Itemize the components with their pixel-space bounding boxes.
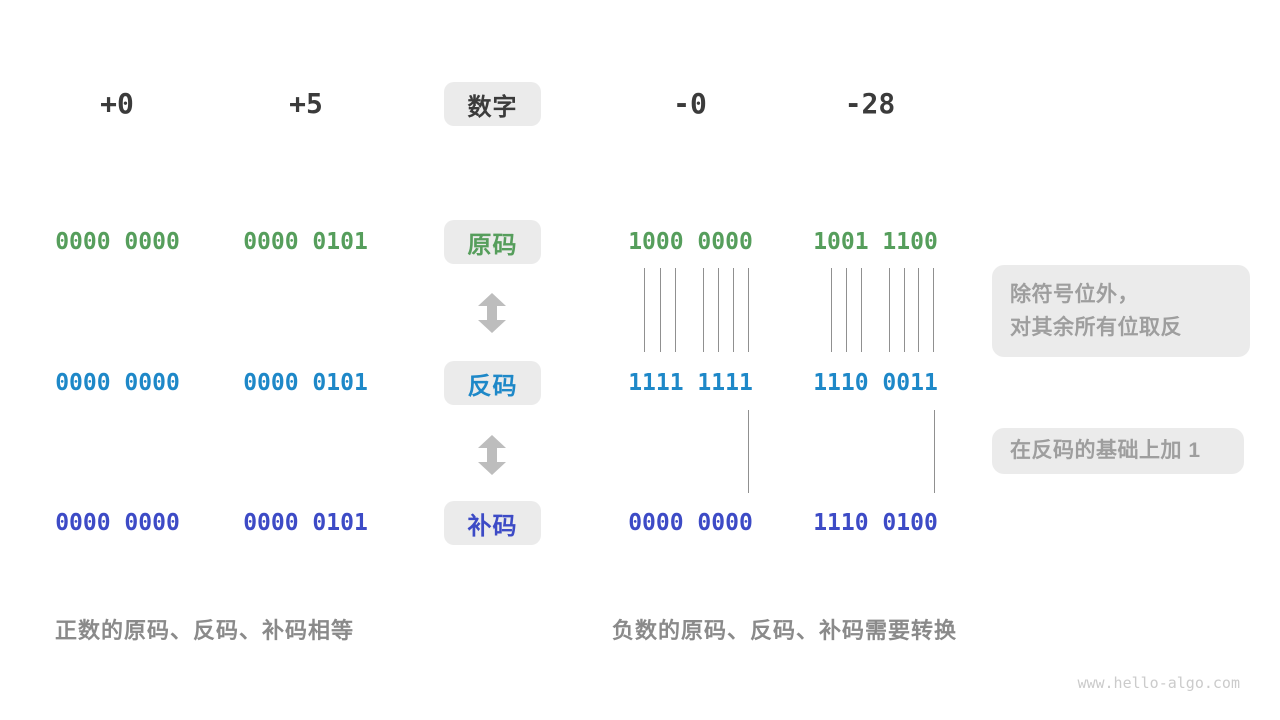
sign-magnitude-value-1: 0000 0000 [55,229,180,255]
bit-flip-line [733,268,734,352]
sign-magnitude-value-4: 1001 1100 [813,229,938,255]
bit-flip-line [861,268,862,352]
bit-flip-line [846,268,847,352]
add-one-line [748,410,749,493]
twos-complement-value-1: 0000 0000 [55,510,180,536]
sign-magnitude-value-2: 0000 0101 [243,229,368,255]
decimal-value-minus-28: -28 [844,87,896,120]
bit-flip-line [718,268,719,352]
caption-positive-numbers: 正数的原码、反码、补码相等 [55,618,355,643]
up-down-arrow-icon [478,293,506,333]
caption-negative-numbers: 负数的原码、反码、补码需要转换 [612,618,958,643]
up-down-arrow-icon [478,435,506,475]
header-badge-number: 数字 [444,82,541,126]
add-one-note: 在反码的基础上加 1 [992,428,1244,474]
bit-flip-line [918,268,919,352]
bit-flip-line [831,268,832,352]
bit-flip-line [660,268,661,352]
bit-flip-line [904,268,905,352]
bit-flip-line [675,268,676,352]
ones-complement-value-3: 1111 1111 [628,370,753,396]
ones-complement-value-1: 0000 0000 [55,370,180,396]
flip-bits-note-line2: 对其余所有位取反 [1010,316,1182,339]
bit-flip-line [644,268,645,352]
bit-flip-line [703,268,704,352]
add-one-line [934,410,935,493]
twos-complement-value-4: 1110 0100 [813,510,938,536]
bit-flip-line [889,268,890,352]
flip-bits-note-line1: 除符号位外， [1010,283,1139,306]
decimal-value-minus-zero: -0 [673,87,707,120]
twos-complement-badge: 补码 [444,501,541,545]
twos-complement-value-3: 0000 0000 [628,510,753,536]
twos-complement-value-2: 0000 0101 [243,510,368,536]
decimal-value-plus-zero: +0 [100,87,134,120]
bit-flip-line [933,268,934,352]
sign-magnitude-badge: 原码 [444,220,541,264]
flip-bits-note: 除符号位外， 对其余所有位取反 [992,265,1250,357]
ones-complement-value-4: 1110 0011 [813,370,938,396]
ones-complement-value-2: 0000 0101 [243,370,368,396]
ones-complement-badge: 反码 [444,361,541,405]
sign-magnitude-value-3: 1000 0000 [628,229,753,255]
bit-flip-line [748,268,749,352]
decimal-value-plus-five: +5 [289,87,323,120]
site-watermark: www.hello-algo.com [1077,674,1240,692]
